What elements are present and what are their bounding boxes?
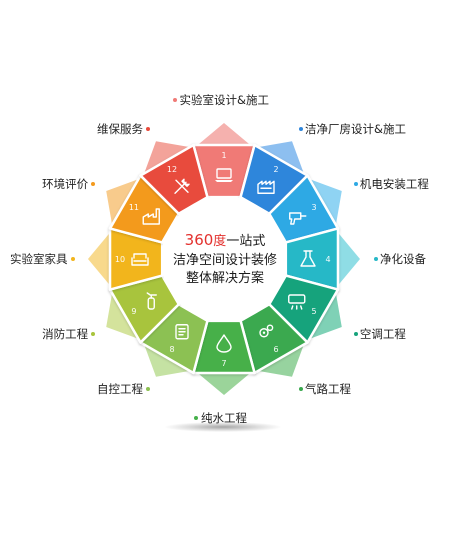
label-bullet-2 [299,127,303,132]
center-title-rest: 一站式 [226,234,266,249]
center-subtitle-line3: 整体解决方案 [185,271,264,286]
label-bullet-3 [353,182,358,186]
label-bullet-12 [146,127,150,132]
air-conditioner-icon [288,294,306,310]
segment-number-2: 2 [273,165,278,174]
label-bullet-8 [146,386,150,391]
segment-label-4: 净化设备 [380,252,426,266]
label-bullet-4 [374,257,378,261]
segment-number-6: 6 [273,345,278,354]
segment-label-7: 纯水工程 [201,411,247,425]
base-shadow [165,422,281,432]
segment-label-5: 空调工程 [359,327,406,341]
label-bullet-5 [353,332,358,336]
label-bullet-1 [172,98,177,102]
center-number: 360 [184,231,214,249]
laptop-icon [215,168,233,182]
center-degree: 度 [213,234,227,249]
water-drop-icon [216,334,232,353]
center-title: 360度一站式 洁净空间设计装修 整体解决方案 [145,231,305,288]
segment-tip-1 [195,123,253,147]
segment-label-3: 机电安装工程 [359,177,429,191]
sofa-icon [131,253,149,266]
segment-label-9: 消防工程 [42,327,89,341]
segment-tip-4 [336,230,360,288]
label-bullet-9 [91,332,96,336]
segment-label-10: 实验室家具 [10,252,68,266]
segment-number-10: 10 [115,255,125,264]
segment-label-2: 洁净厂房设计&施工 [305,122,406,137]
center-disc [161,196,287,322]
center-title-line1: 360度一站式 [145,231,305,251]
segment-label-8: 自控工程 [97,381,143,396]
control-panel-icon [175,324,189,340]
segment-number-4: 4 [325,255,330,264]
segment-label-12: 维保服务 [97,122,143,137]
segment-number-7: 7 [221,359,226,368]
tools-icon [174,178,190,194]
factory-icon [257,180,275,194]
segment-tip-10 [88,230,112,288]
segment-number-11: 11 [129,203,139,212]
segment-label-6: 气路工程 [305,381,351,396]
segment-tip-7 [195,371,253,395]
factory-chimney-icon [142,208,160,225]
gears-icon [259,324,274,338]
segment-number-8: 8 [169,345,174,354]
segment-label-1: 实验室设计&施工 [179,93,269,107]
segment-number-5: 5 [312,307,317,316]
label-bullet-6 [299,386,303,391]
flask-icon [300,250,316,267]
segment-number-1: 1 [221,151,226,160]
label-bullet-11 [91,182,96,186]
segment-label-11: 环境评价 [42,177,89,191]
segment-number-9: 9 [131,307,136,316]
label-bullet-10 [71,257,75,261]
segment-number-3: 3 [312,203,317,212]
label-bullet-7 [194,416,198,420]
fire-extinguisher-icon [146,292,157,310]
drill-icon [289,212,307,225]
center-subtitle-line2: 洁净空间设计装修 [172,253,277,268]
segment-number-12: 12 [167,165,177,174]
